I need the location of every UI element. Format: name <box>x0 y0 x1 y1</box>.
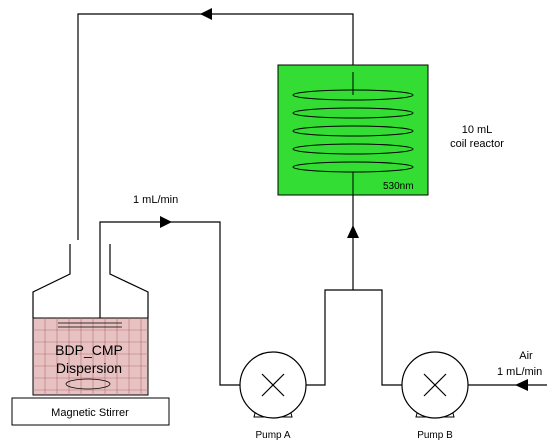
pump-b-label: Pump B <box>417 430 453 441</box>
pump-a-label: Pump A <box>255 430 290 441</box>
magnetic-stirrer <box>11 397 170 426</box>
recycle-line <box>77 13 354 240</box>
vessel-label-line1: BDP_CMP <box>55 342 123 358</box>
coil-windings <box>292 72 414 195</box>
stirrer-label: Magnetic Stirrer <box>51 407 129 419</box>
reactor-type-label: coil reactor <box>450 138 504 150</box>
pump-a <box>239 351 307 419</box>
pump-junction-line <box>306 289 402 386</box>
dispersion-flask: BDP_CMP Dispersion <box>32 244 149 396</box>
wavelength-label: 530nm <box>383 181 414 192</box>
reactor-feed-arrow <box>347 225 359 238</box>
air-flow-label: 1 mL/min <box>497 366 542 378</box>
flow-rate-label: 1 mL/min <box>133 194 178 206</box>
recycle-arrow <box>200 8 212 20</box>
stir-bar-icon <box>65 378 111 390</box>
reactor-volume-label: 10 mL <box>462 124 493 136</box>
pumpa-feed-arrow <box>160 216 172 228</box>
pumpa-feed-line <box>99 221 240 386</box>
air-label: Air <box>519 350 533 362</box>
pump-b <box>401 351 469 419</box>
vessel-label-line2: Dispersion <box>56 360 122 376</box>
air-inlet-arrow <box>515 379 528 391</box>
